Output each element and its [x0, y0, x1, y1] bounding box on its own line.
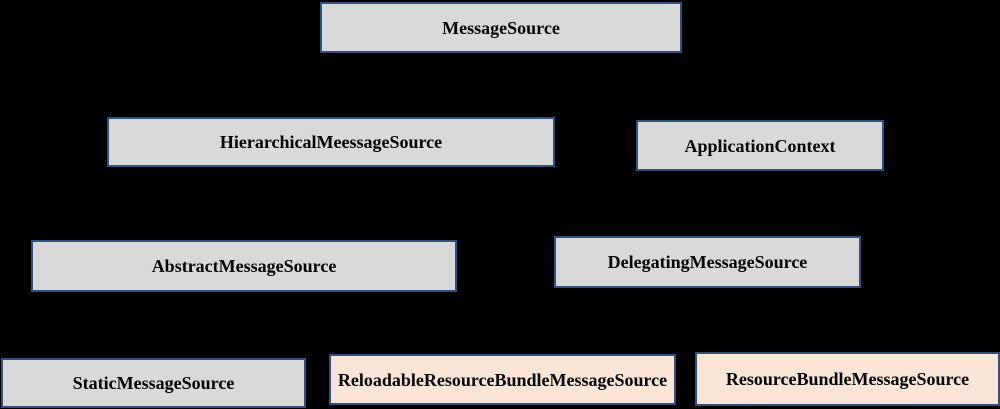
class-name-label: AbstractMessageSource — [151, 256, 337, 276]
class-box-resource-bundle-message-source: ResourceBundleMessageSource — [695, 352, 1000, 406]
class-box-application-context: ApplicationContext — [636, 120, 884, 171]
class-box-reloadable-resource-bundle-message-source: ReloadableResourceBundleMessageSource — [329, 354, 676, 405]
class-name-label: MessageSource — [442, 17, 560, 38]
class-name-label: HierarchicalMeessageSource — [219, 132, 443, 152]
class-name-label: ReloadableResourceBundleMessageSource — [337, 369, 668, 390]
class-box-delegating-message-source: DelegatingMessageSource — [554, 236, 861, 288]
class-box-static-message-source: StaticMessageSource — [1, 358, 306, 408]
class-name-label: ApplicationContext — [684, 135, 836, 156]
class-name-label: DelegatingMessageSource — [607, 252, 808, 272]
class-box-abstract-message-source: AbstractMessageSource — [31, 240, 457, 292]
class-name-label: ResourceBundleMessageSource — [725, 369, 970, 389]
class-box-message-source: MessageSource — [320, 2, 682, 53]
class-box-hierarchical-message-source: HierarchicalMeessageSource — [107, 117, 555, 167]
class-name-label: StaticMessageSource — [72, 373, 235, 393]
